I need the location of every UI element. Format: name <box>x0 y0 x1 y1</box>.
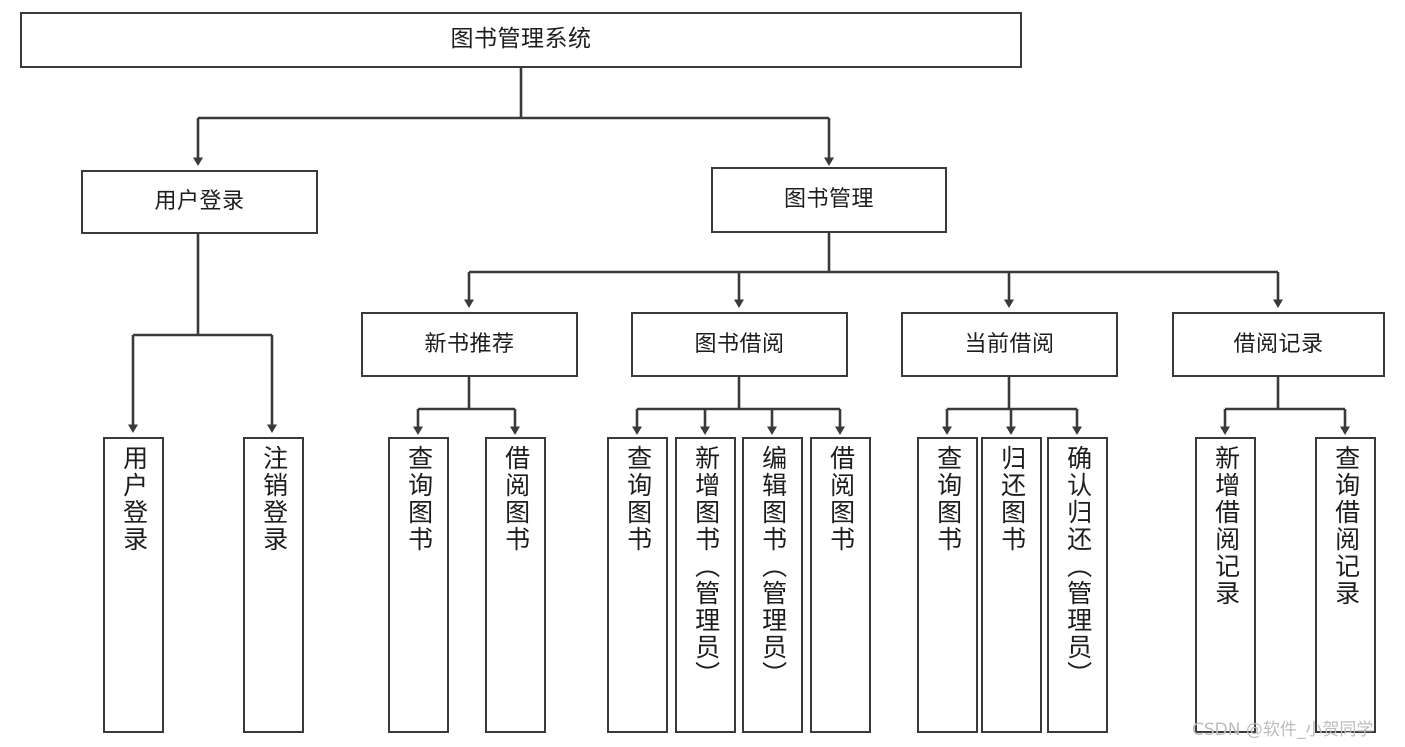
node-leaf-user-login[interactable]: 用户登录 <box>103 437 164 733</box>
node-leaf-logout-login[interactable]: 注销登录 <box>243 437 304 733</box>
node-user-login[interactable]: 用户登录 <box>81 170 318 234</box>
node-label: 借阅图书 <box>826 445 856 553</box>
node-leaf-query-book-current[interactable]: 查询图书 <box>917 437 978 733</box>
node-current-borrow[interactable]: 当前借阅 <box>901 312 1118 377</box>
node-leaf-return-book[interactable]: 归还图书 <box>981 437 1042 733</box>
node-leaf-add-book[interactable]: 新增图书（管理员） <box>675 437 736 733</box>
node-leaf-query-book-borrow[interactable]: 查询图书 <box>607 437 668 733</box>
node-leaf-borrow-book-recommend[interactable]: 借阅图书 <box>485 437 546 733</box>
node-book-borrow[interactable]: 图书借阅 <box>631 312 848 377</box>
node-label: 注销登录 <box>259 445 289 553</box>
node-label: 用户登录 <box>119 445 149 553</box>
node-label: 新书推荐 <box>424 331 515 357</box>
node-root-book-management-system[interactable]: 图书管理系统 <box>20 12 1022 68</box>
node-leaf-confirm-return[interactable]: 确认归还（管理员） <box>1047 437 1108 733</box>
node-label: 新增借阅记录 <box>1211 445 1241 607</box>
node-label: 图书管理 <box>783 187 874 213</box>
node-leaf-query-borrow-record[interactable]: 查询借阅记录 <box>1315 437 1376 733</box>
node-label: 编辑图书（管理员） <box>758 445 788 688</box>
node-label: 图书借阅 <box>694 331 785 357</box>
node-label: 新增图书（管理员） <box>691 445 721 688</box>
node-new-book-recommend[interactable]: 新书推荐 <box>361 312 578 377</box>
node-label: 确认归还（管理员） <box>1063 445 1093 688</box>
node-book-manage[interactable]: 图书管理 <box>711 167 947 233</box>
node-leaf-edit-book[interactable]: 编辑图书（管理员） <box>742 437 803 733</box>
node-label: 查询借阅记录 <box>1331 445 1361 607</box>
node-label: 查询图书 <box>623 445 653 553</box>
node-label: 借阅记录 <box>1233 331 1324 357</box>
node-borrow-record[interactable]: 借阅记录 <box>1172 312 1385 377</box>
csdn-watermark: CSDN @软件_小贺同学 <box>1192 720 1374 740</box>
node-label: 查询图书 <box>404 445 434 553</box>
node-label: 查询图书 <box>933 445 963 553</box>
node-leaf-query-book-recommend[interactable]: 查询图书 <box>388 437 449 733</box>
node-label: 归还图书 <box>997 445 1027 553</box>
node-label: 当前借阅 <box>964 331 1055 357</box>
node-label: 图书管理系统 <box>450 26 592 53</box>
node-label: 借阅图书 <box>501 445 531 553</box>
node-leaf-borrow-book[interactable]: 借阅图书 <box>810 437 871 733</box>
node-leaf-add-borrow-record[interactable]: 新增借阅记录 <box>1195 437 1256 733</box>
node-label: 用户登录 <box>154 189 245 215</box>
